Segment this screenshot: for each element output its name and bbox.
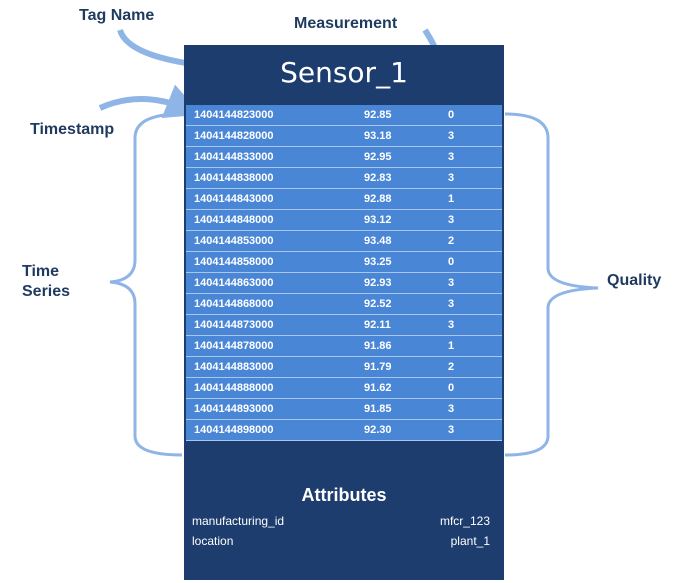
timestamp-cell: 1404144898000 bbox=[194, 424, 274, 436]
attribute-key-manufacturing-id: manufacturing_id bbox=[192, 514, 285, 528]
timestamp-arrow bbox=[98, 84, 202, 119]
attributes-title: Attributes bbox=[301, 485, 387, 505]
measurement-cell: 92.93 bbox=[364, 277, 392, 289]
measurement-cell: 91.62 bbox=[364, 382, 392, 394]
quality-cell: 1 bbox=[448, 340, 455, 352]
attribute-value-location: plant_1 bbox=[450, 534, 490, 548]
sensor-panel: Sensor_1 1404144823000 92.85 0 140414482800… bbox=[184, 45, 504, 580]
table-row: 1404144878000 91.86 1 bbox=[186, 336, 502, 357]
timestamp-cell: 1404144828000 bbox=[194, 130, 274, 142]
timestamp-cell: 1404144858000 bbox=[194, 256, 274, 268]
time-series-callout-line2: Series bbox=[22, 283, 71, 300]
measurement-cell: 93.25 bbox=[364, 256, 392, 268]
measurement-cell: 92.52 bbox=[364, 298, 392, 310]
table-row: 1404144833000 92.95 3 bbox=[186, 147, 502, 168]
quality-cell: 2 bbox=[448, 235, 455, 247]
quality-cell: 3 bbox=[448, 424, 455, 436]
table-row: 1404144883000 91.79 2 bbox=[186, 357, 502, 378]
table-row: 1404144848000 93.12 3 bbox=[186, 210, 502, 231]
table-row: 1404144858000 93.25 0 bbox=[186, 252, 502, 273]
quality-cell: 3 bbox=[448, 403, 455, 415]
quality-cell: 3 bbox=[448, 214, 455, 226]
time-series-brace bbox=[109, 112, 183, 457]
timestamp-cell: 1404144878000 bbox=[194, 340, 274, 352]
measurement-cell: 91.79 bbox=[364, 361, 392, 373]
timestamp-cell: 1404144823000 bbox=[194, 109, 274, 121]
table-row: 1404144888000 91.62 0 bbox=[186, 378, 502, 399]
table-row: 1404144873000 92.11 3 bbox=[186, 315, 502, 336]
timestamp-cell: 1404144848000 bbox=[194, 214, 274, 226]
measurement-cell: 92.30 bbox=[364, 424, 392, 436]
quality-cell: 0 bbox=[448, 256, 455, 268]
measurement-cell: 92.83 bbox=[364, 172, 392, 184]
timestamp-cell: 1404144873000 bbox=[194, 319, 274, 331]
measurement-cell: 93.48 bbox=[364, 235, 392, 247]
table-row: 1404144843000 92.88 1 bbox=[186, 189, 502, 210]
timestamp-cell: 1404144888000 bbox=[194, 382, 274, 394]
table-row: 1404144853000 93.48 2 bbox=[186, 231, 502, 252]
quality-callout: Quality bbox=[607, 272, 662, 289]
measurement-cell: 92.11 bbox=[364, 319, 391, 331]
measurement-callout: Measurement bbox=[294, 15, 398, 32]
timestamp-cell: 1404144883000 bbox=[194, 361, 274, 373]
table-row: 1404144828000 93.18 3 bbox=[186, 126, 502, 147]
measurement-cell: 93.18 bbox=[364, 130, 392, 142]
timestamp-callout: Timestamp bbox=[30, 121, 115, 138]
quality-cell: 0 bbox=[448, 109, 455, 121]
quality-brace bbox=[504, 112, 599, 457]
tag-name-callout: Tag Name bbox=[79, 7, 155, 24]
quality-cell: 3 bbox=[448, 172, 455, 184]
quality-cell: 3 bbox=[448, 298, 455, 310]
table-row: 1404144863000 92.93 3 bbox=[186, 273, 502, 294]
time-series-callout-line1: Time bbox=[22, 263, 60, 280]
timestamp-cell: 1404144838000 bbox=[194, 172, 274, 184]
time-series-callout: Time Series bbox=[22, 262, 70, 302]
measurement-cell: 92.85 bbox=[364, 109, 392, 121]
measurement-cell: 92.88 bbox=[364, 193, 392, 205]
measurement-cell: 91.86 bbox=[364, 340, 392, 352]
timestamp-cell: 1404144868000 bbox=[194, 298, 274, 310]
timestamp-cell: 1404144853000 bbox=[194, 235, 274, 247]
attribute-key-location: location bbox=[192, 534, 234, 548]
quality-cell: 3 bbox=[448, 277, 455, 289]
timestamp-cell: 1404144843000 bbox=[194, 193, 274, 205]
quality-cell: 3 bbox=[448, 319, 455, 331]
table-row: 1404144838000 92.83 3 bbox=[186, 168, 502, 189]
sensor-title: Sensor_1 bbox=[280, 56, 408, 89]
quality-cell: 3 bbox=[448, 130, 455, 142]
quality-cell: 1 bbox=[448, 193, 455, 205]
table-row: 1404144898000 92.30 3 bbox=[186, 420, 502, 441]
timestamp-cell: 1404144863000 bbox=[194, 277, 274, 289]
attribute-value-manufacturing-id: mfcr_123 bbox=[439, 514, 490, 528]
quality-cell: 2 bbox=[448, 361, 455, 373]
measurement-cell: 91.85 bbox=[364, 403, 392, 415]
timestamp-cell: 1404144893000 bbox=[194, 403, 274, 415]
quality-cell: 0 bbox=[448, 382, 455, 394]
table-row: 1404144823000 92.85 0 bbox=[186, 105, 502, 126]
table-row: 1404144893000 91.85 3 bbox=[186, 399, 502, 420]
quality-cell: 3 bbox=[448, 151, 455, 163]
measurement-cell: 93.12 bbox=[364, 214, 392, 226]
table-row: 1404144868000 92.52 3 bbox=[186, 294, 502, 315]
timestamp-cell: 1404144833000 bbox=[194, 151, 274, 163]
measurement-cell: 92.95 bbox=[364, 151, 392, 163]
